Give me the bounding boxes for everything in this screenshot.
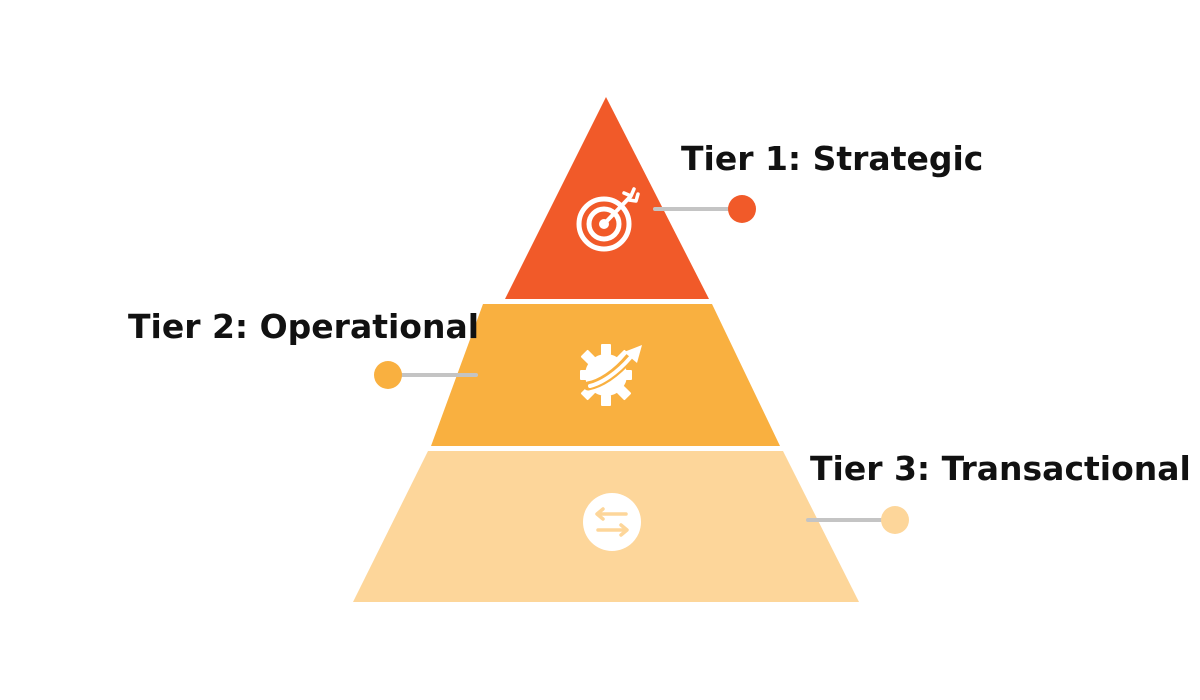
exchange-arrows-icon [583, 493, 641, 551]
tier-2-label: Tier 2: Operational [128, 307, 480, 346]
tier-2-dot [374, 361, 402, 389]
tier-3-dot [881, 506, 909, 534]
tier-3-connector [806, 506, 909, 534]
tier-3-label: Tier 3: Transactional [810, 449, 1191, 488]
tier-1-dot [728, 195, 756, 223]
tier-2-connector [374, 361, 478, 389]
gear-arrow-icon [580, 344, 642, 406]
tier-1-label: Tier 1: Strategic [681, 139, 984, 178]
target-icon [576, 187, 640, 252]
tier-1-connector [653, 195, 756, 223]
